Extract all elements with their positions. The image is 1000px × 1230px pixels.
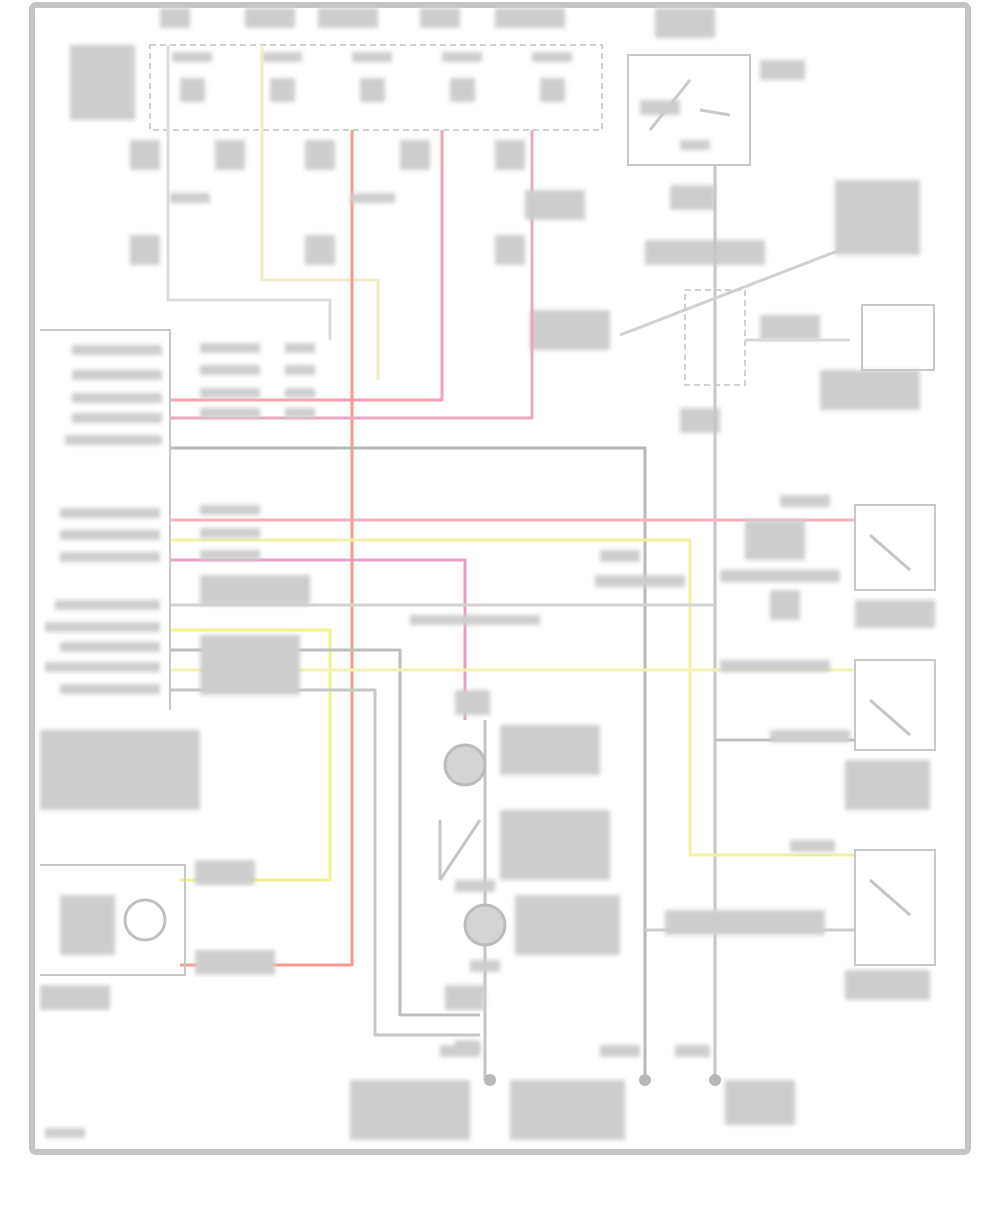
ground-points — [45, 1045, 795, 1140]
ground-icon — [709, 1074, 721, 1086]
ground-icon — [639, 1074, 651, 1086]
fuse-block — [70, 8, 715, 131]
courtesy-lamps — [438, 690, 620, 1052]
ground-icon — [484, 1074, 496, 1086]
body-control-module — [40, 140, 585, 810]
door-switches — [410, 495, 936, 1000]
wire-pink-bulb — [170, 558, 467, 720]
wire-gray-fuse1 — [166, 45, 332, 340]
instrument-cluster — [40, 860, 275, 1010]
wire-yellow-door — [170, 538, 855, 857]
wire-pink-upper-right — [619, 248, 841, 337]
wire-gray-ground — [170, 446, 647, 1080]
wire-paleyellow-fuse2 — [260, 45, 380, 380]
diagram-frame — [29, 2, 971, 1155]
wire-pink-1 — [170, 130, 444, 402]
headlamp-switch — [530, 54, 935, 433]
